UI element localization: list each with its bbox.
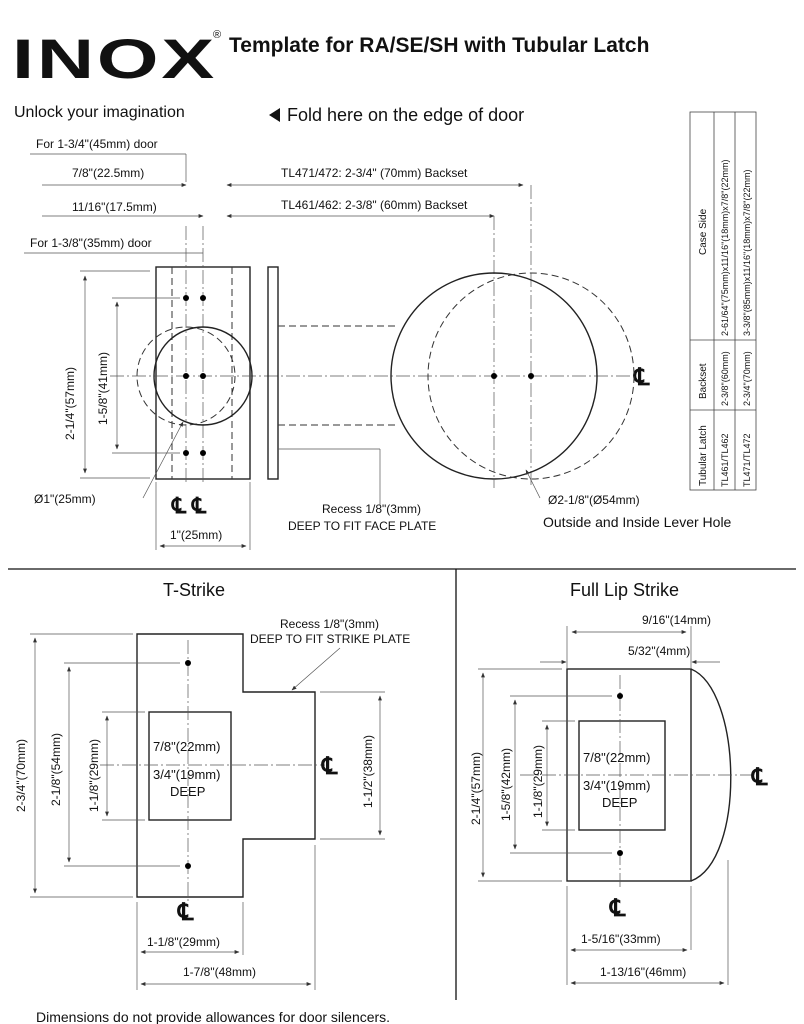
dim-7-8-label: 7/8"(22.5mm) (72, 166, 144, 180)
door-35-label: For 1-3/8"(35mm) door (30, 236, 152, 250)
table-cell: TL471/TL472 (742, 433, 752, 487)
recess-line1: Recess 1/8"(3mm) (322, 502, 421, 516)
lip-dim-14: 9/16"(14mm) (642, 613, 711, 627)
lever-hole-label: Outside and Inside Lever Hole (543, 514, 732, 530)
table-cell: 2-3/8"(60mm) (720, 351, 730, 406)
centerline-icon: ℄ (609, 895, 626, 922)
lip-width-33: 1-5/16"(33mm) (581, 932, 661, 946)
backset-70-label: TL471/472: 2-3/4" (70mm) Backset (281, 166, 468, 180)
t-width-29: 1-1/8"(29mm) (147, 935, 220, 949)
table-header-backset: Backset (698, 363, 709, 399)
registered-mark: ® (213, 29, 221, 41)
footer-note: Dimensions do not provide allowances for… (36, 1009, 390, 1024)
lip-dim-4: 5/32"(4mm) (628, 644, 690, 658)
lip-strike-plate (566, 668, 692, 882)
t-strike-title: T-Strike (163, 580, 225, 600)
centerline-icon: ℄ (191, 493, 207, 518)
lip-height-42: 1-5/8"(42mm) (499, 748, 513, 821)
height-41-label: 1-5/8"(41mm) (96, 352, 110, 425)
table-cell: TL461/TL462 (720, 433, 730, 487)
dia-54-label: Ø2-1/8"(Ø54mm) (548, 493, 640, 507)
brand-logo: INOX ® (12, 27, 221, 90)
lip-box-deep: DEEP (602, 795, 637, 810)
t-box-deep: DEEP (170, 784, 205, 799)
centerline-icon: ℄ (633, 364, 650, 391)
dim-11-16-label: 11/16"(17.5mm) (72, 200, 157, 214)
t-recess-line2: DEEP TO FIT STRIKE PLATE (250, 632, 410, 646)
lip-width-46: 1-13/16"(46mm) (600, 965, 686, 979)
table-cell: 2-61/64"(75mm)x11/16"(18mm)x7/8"(22mm) (720, 160, 730, 336)
lever-hole-circle (390, 272, 598, 480)
t-strike-plate-outline (136, 633, 316, 898)
table-cell: 3-3/8"(85mm)x11/16"(18mm)x7/8"(22mm) (742, 170, 752, 336)
lip-strike-section: Full Lip Strike 9/16"(14mm) 5/32"(4mm) 7… (469, 580, 768, 985)
centerline-icon: ℄ (751, 764, 768, 791)
centerline-icon: ℄ (171, 493, 187, 518)
t-width-48: 1-7/8"(48mm) (183, 965, 256, 979)
door-section: For 1-3/4"(45mm) door 7/8"(22.5mm) 11/16… (24, 137, 732, 550)
logo-text: INOX (12, 27, 217, 90)
centerline-icon: ℄ (321, 753, 338, 780)
fold-note: Fold here on the edge of door (287, 105, 524, 125)
t-strike-box (148, 711, 232, 821)
lip-height-29: 1-1/8"(29mm) (531, 745, 545, 818)
width-25-label: 1"(25mm) (170, 528, 222, 542)
dia-25-label: Ø1"(25mm) (34, 492, 96, 506)
t-box-width: 7/8"(22mm) (153, 739, 220, 754)
centerline-icon: ℄ (177, 899, 194, 926)
page-title: Template for RA/SE/SH with Tubular Latch (229, 34, 649, 57)
lip-box-depth: 3/4"(19mm) (583, 778, 650, 793)
lip-strike-box (578, 720, 666, 831)
table-cell: 2-3/4"(70mm) (742, 351, 752, 406)
t-height-38: 1-1/2"(38mm) (361, 735, 375, 808)
spec-table: Case Side Backset Tubular Latch 2-61/64"… (689, 111, 757, 491)
t-strike-section: T-Strike Recess 1/8"(3mm) DEEP TO FIT ST… (14, 580, 410, 990)
fold-arrow-icon (269, 108, 280, 122)
lip-box-width: 7/8"(22mm) (583, 750, 650, 765)
table-header-case-side: Case Side (698, 208, 709, 255)
t-box-depth: 3/4"(19mm) (153, 767, 220, 782)
recess-line2: DEEP TO FIT FACE PLATE (288, 519, 436, 533)
backset-60-label: TL461/462: 2-3/8" (60mm) Backset (281, 198, 468, 212)
t-recess-line1: Recess 1/8"(3mm) (280, 617, 379, 631)
lip-height-57: 2-1/4"(57mm) (469, 752, 483, 825)
t-height-29: 1-1/8"(29mm) (87, 739, 101, 812)
latch-bore-circle (153, 326, 253, 426)
t-height-70: 2-3/4"(70mm) (14, 739, 28, 812)
door-45-label: For 1-3/4"(45mm) door (36, 137, 158, 151)
tagline: Unlock your imagination (14, 104, 185, 121)
door-edge-strip (267, 266, 279, 480)
lip-strike-title: Full Lip Strike (570, 580, 679, 600)
height-57-label: 2-1/4"(57mm) (63, 367, 77, 440)
table-header-latch: Tubular Latch (698, 425, 709, 486)
t-height-54: 2-1/8"(54mm) (49, 733, 63, 806)
